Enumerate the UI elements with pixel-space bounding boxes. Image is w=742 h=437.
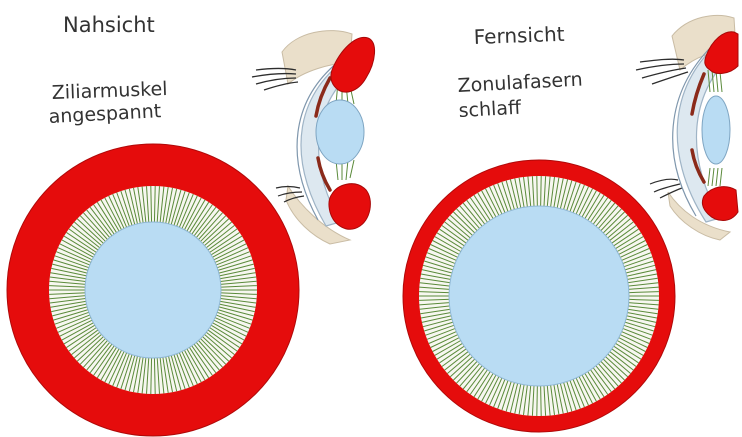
zonule-fiber: [537, 384, 538, 416]
zonule-fiber: [541, 176, 542, 208]
zonule-fiber: [537, 176, 538, 208]
lens-far-side: [702, 96, 730, 164]
near-front-view: [7, 144, 299, 436]
left-title: Nahsicht: [63, 13, 155, 37]
ciliary-muscle-lower: [329, 184, 370, 229]
far-eye-side-view: [636, 15, 738, 240]
lens-far: [449, 206, 629, 386]
right-caption-line1: Zonulafasern: [457, 68, 583, 97]
right-title: Fernsicht: [473, 22, 565, 49]
left-caption-line2: angespannt: [48, 100, 162, 128]
lens-near: [85, 222, 221, 358]
lower-eyelashes-far: [650, 179, 682, 198]
far-front-view: [403, 160, 675, 432]
right-caption-line2: schlaff: [458, 97, 522, 122]
lens-near-side: [316, 100, 364, 164]
zonule-fiber: [541, 384, 542, 416]
